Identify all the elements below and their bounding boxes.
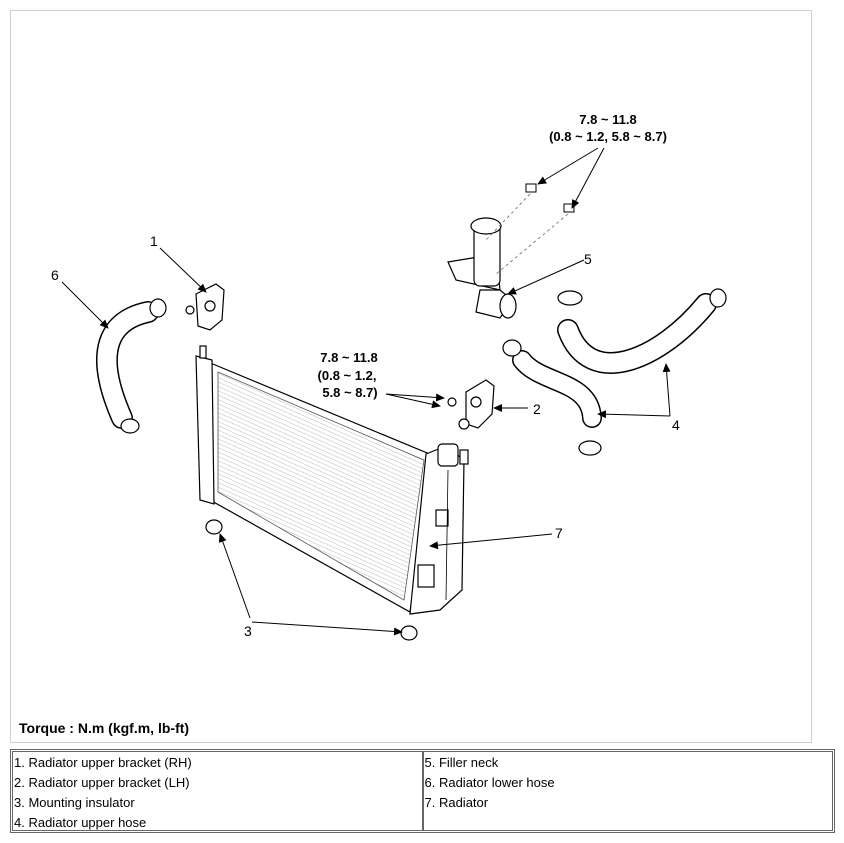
filler-neck: [447, 217, 517, 319]
callout-6: 6: [51, 267, 59, 283]
callout-1: 1: [150, 233, 158, 249]
filler-neck-bolts: [525, 183, 575, 213]
legend-column-left: 1. Radiator upper bracket (RH) 2. Radiat…: [13, 752, 422, 830]
legend-item: 1. Radiator upper bracket (RH): [14, 755, 192, 770]
torque-mid-line-3: 5.8 ~ 8.7): [322, 385, 377, 400]
legend-item: 2. Radiator upper bracket (LH): [14, 775, 190, 790]
legend-column-right: 5. Filler neck 6. Radiator lower hose 7.…: [421, 752, 833, 830]
legend-item: 3. Mounting insulator: [14, 795, 135, 810]
legend-item: 7. Radiator: [424, 795, 489, 810]
radiator-lower-hose: [96, 298, 167, 434]
torque-top-line-2: (0.8 ~ 1.2, 5.8 ~ 8.7): [549, 129, 667, 144]
radiator: [195, 345, 469, 615]
callout-2: 2: [533, 401, 541, 417]
parts-legend-table: 1. Radiator upper bracket (RH) 2. Radiat…: [10, 749, 835, 833]
torque-units-note: Torque : N.m (kgf.m, lb-ft): [19, 720, 190, 736]
leader-lines: [61, 147, 671, 636]
torque-top-line-1: 7.8 ~ 11.8: [579, 112, 636, 127]
radiator-upper-bracket-lh: [447, 379, 495, 430]
radiator-upper-hose: [502, 288, 727, 456]
callout-7: 7: [555, 525, 563, 541]
callout-5: 5: [584, 251, 592, 267]
legend-item: 5. Filler neck: [424, 755, 499, 770]
legend-item: 4. Radiator upper hose: [14, 815, 147, 830]
torque-mid-line-1: 7.8 ~ 11.8: [320, 350, 377, 365]
legend-item: 6. Radiator lower hose: [424, 775, 555, 790]
exploded-radiator-diagram: 1 2 3 4 5 6 7 7.8 ~ 11.8 (0.8 ~ 1.2, 5.8…: [51, 112, 727, 641]
torque-mid-line-2: (0.8 ~ 1.2,: [318, 368, 377, 383]
diagram-frame: [10, 10, 812, 743]
callout-3: 3: [244, 623, 252, 639]
callout-4: 4: [672, 417, 680, 433]
radiator-upper-bracket-rh: [185, 283, 225, 331]
